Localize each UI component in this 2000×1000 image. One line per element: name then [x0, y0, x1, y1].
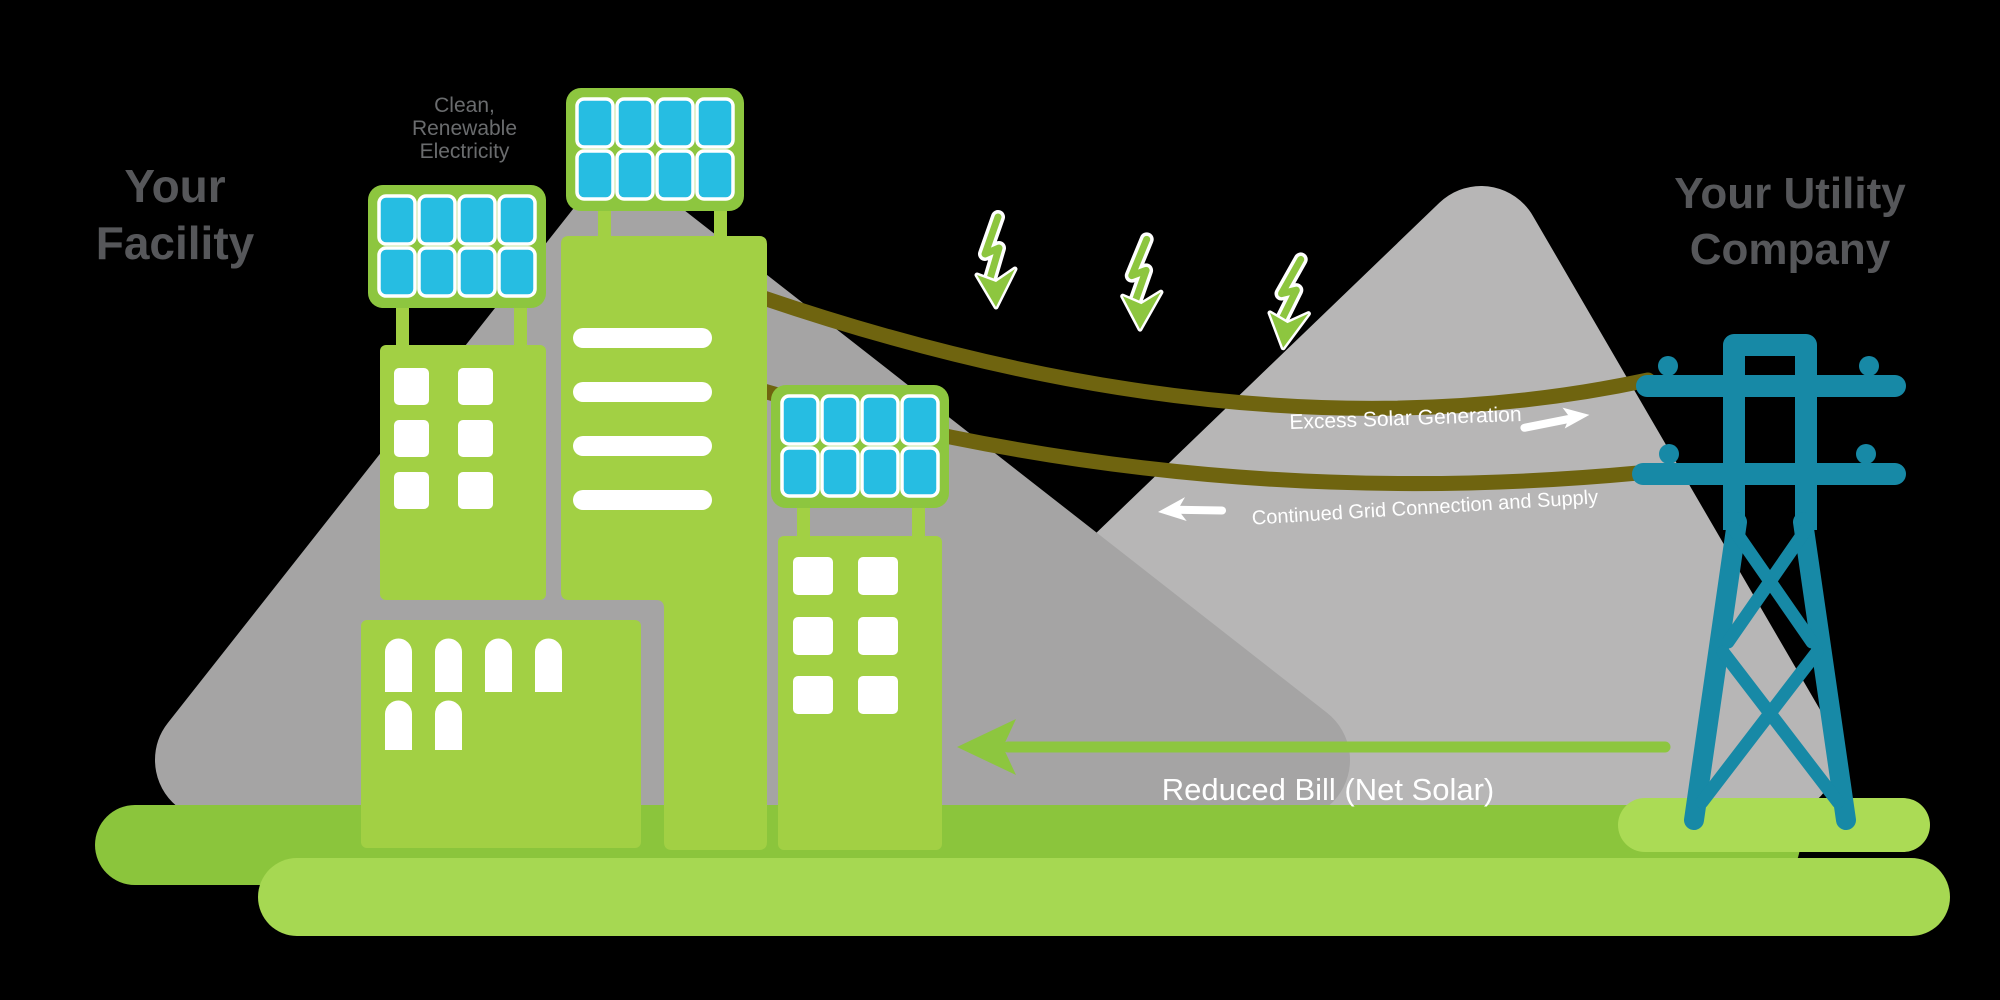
facility-title: Your Facility: [40, 158, 310, 272]
window: [458, 368, 493, 405]
utility-title-line2: Company: [1689, 225, 1891, 274]
lightning-bolt-icon: [977, 217, 1015, 307]
building-right: [769, 383, 951, 850]
solar-caption: Clean, Renewable Electricity: [372, 94, 557, 163]
insulator: [1658, 356, 1678, 376]
power-line-top: [747, 287, 1656, 416]
transmission-tower-icon: [1632, 334, 1906, 830]
bill-flow-label: Reduced Bill (Net Solar): [1161, 772, 1495, 807]
window: [858, 557, 898, 595]
panel-leg: [598, 205, 611, 245]
window: [394, 472, 429, 509]
window: [458, 472, 493, 509]
window-stripe: [573, 328, 712, 348]
arched-window: [435, 638, 462, 692]
solar-panel-icon: [769, 383, 951, 510]
window: [793, 676, 833, 714]
lightning-bolt-icon: [1121, 238, 1164, 330]
solar-caption-line2: Renewable: [411, 117, 518, 140]
excess-arrow-icon: [1520, 407, 1590, 432]
facility-buildings: [361, 86, 951, 850]
utility-title-line1: Your Utility: [1674, 169, 1906, 218]
panel-leg: [514, 300, 527, 350]
solar-caption-line1: Clean,: [434, 94, 495, 117]
arched-window: [535, 638, 562, 692]
window: [858, 617, 898, 655]
building-left: [366, 183, 548, 600]
ground-strip-light: [258, 858, 1950, 936]
panel-leg: [912, 500, 925, 545]
window: [793, 557, 833, 595]
window: [394, 420, 429, 457]
facility-title-line2: Facility: [95, 217, 255, 269]
solar-panel-icon: [366, 183, 548, 310]
utility-title: Your Utility Company: [1630, 166, 1950, 278]
panel-leg: [797, 500, 810, 545]
facility-title-line1: Your: [124, 160, 226, 212]
bill-arrow-icon: [957, 719, 1671, 775]
building-tall: [561, 86, 767, 850]
arched-window: [385, 638, 412, 692]
arched-window: [485, 638, 512, 692]
annex-building: [361, 620, 641, 848]
solar-caption-line3: Electricity: [419, 140, 510, 163]
window: [394, 368, 429, 405]
window-stripe: [573, 382, 712, 402]
solar-panel-icon: [564, 86, 746, 213]
insulator: [1856, 444, 1876, 464]
window: [858, 676, 898, 714]
window-stripe: [573, 490, 712, 510]
insulator: [1659, 444, 1679, 464]
window: [793, 617, 833, 655]
panel-leg: [714, 205, 727, 245]
arched-window: [385, 700, 412, 750]
panel-leg: [396, 300, 409, 350]
insulator: [1859, 356, 1879, 376]
window-stripe: [573, 436, 712, 456]
grid-arrow-icon: [1158, 497, 1227, 522]
arched-window: [435, 700, 462, 750]
window: [458, 420, 493, 457]
tower-base-pad: [1618, 798, 1930, 852]
